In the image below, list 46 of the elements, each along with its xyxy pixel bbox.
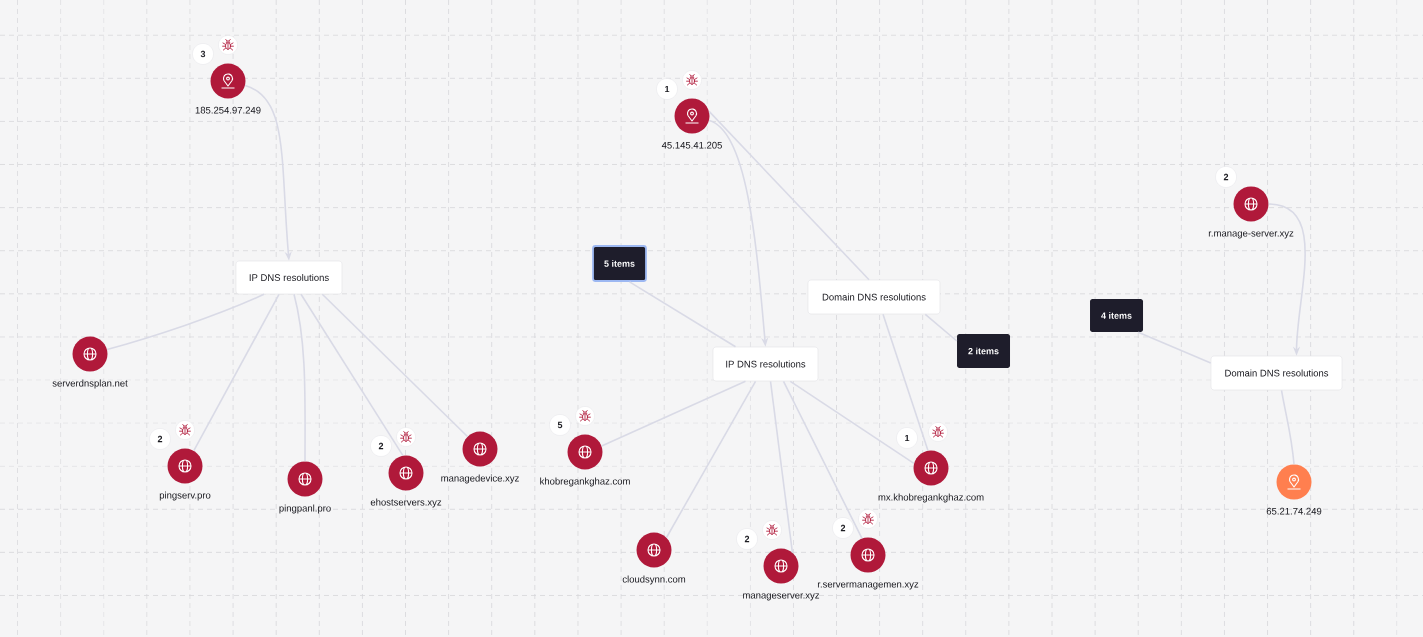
node-label: manageserver.xyz (743, 593, 820, 601)
item-count-box: 4 items (1090, 299, 1143, 332)
node-label: r.manage-server.xyz (1208, 231, 1294, 239)
connector-line (293, 293, 306, 463)
node-label: cloudsynn.com (622, 575, 686, 585)
connector-line (193, 293, 280, 452)
count-badge: 2 (736, 528, 758, 550)
node-label: pingpanl.pro (279, 504, 331, 514)
node-label: 65.21.74.249 (1266, 507, 1322, 515)
connector-line (789, 380, 915, 465)
count-badge: 3 (192, 43, 214, 65)
connector-line (300, 293, 404, 457)
connector-line (1137, 331, 1212, 364)
node-label: r.servermanagemen.xyz (817, 582, 919, 590)
connector-line (628, 281, 737, 348)
group-box: IP DNS resolutions (235, 260, 343, 295)
connector-line (782, 380, 863, 540)
connector-line (882, 313, 929, 452)
count-badge: 1 (656, 78, 678, 100)
node-label: 45.145.41.205 (661, 141, 722, 149)
group-box: Domain DNS resolutions (807, 279, 941, 315)
node-label: serverdnsplan.net (52, 379, 128, 389)
count-badge: 2 (370, 435, 392, 457)
connector-line (106, 293, 265, 351)
count-badge: 2 (149, 428, 171, 450)
count-badge: 2 (832, 517, 854, 539)
group-box: IP DNS resolutions (712, 346, 819, 382)
connector-line (708, 110, 870, 281)
count-badge: 5 (549, 414, 571, 436)
connector-line (665, 380, 757, 539)
count-badge: 2 (1215, 166, 1237, 188)
node-label: mx.khobregankghaz.com (878, 493, 984, 503)
connector-line (600, 380, 747, 447)
connector-line (769, 380, 794, 554)
item-count-box: 2 items (957, 334, 1010, 368)
node-label: 185.254.97.249 (195, 106, 261, 114)
connector-line (1280, 389, 1295, 466)
connector-line (924, 313, 958, 342)
node-label: khobregankghaz.com (540, 477, 630, 487)
connector-line (321, 293, 469, 438)
item-count-box: 5 items (592, 245, 647, 282)
group-box: Domain DNS resolutions (1210, 355, 1343, 391)
node-label: ehostservers.xyz (370, 498, 442, 508)
count-badge: 1 (896, 427, 918, 449)
node-label: pingserv.pro (159, 491, 211, 501)
node-label: managedevice.xyz (441, 474, 519, 484)
